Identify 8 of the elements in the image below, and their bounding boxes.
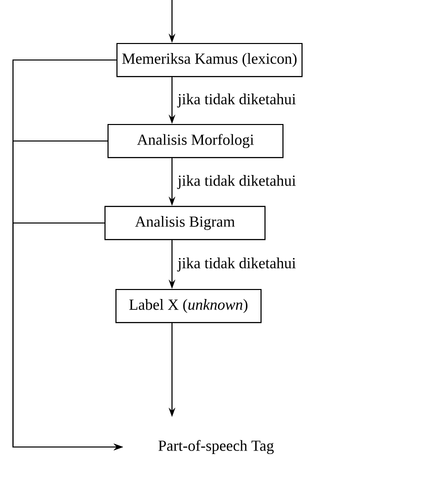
process-box: Memeriksa Kamus (lexicon) (116, 42, 303, 78)
process-box: Label X (unknown) (115, 288, 262, 324)
edge-label: jika tidak diketahui (176, 92, 298, 109)
process-box: Analisis Bigram (104, 206, 266, 240)
edge-label: jika tidak diketahui (176, 256, 298, 273)
process-box: Analisis Morfologi (108, 124, 284, 158)
output-label: Part-of-speech Tag (158, 440, 274, 454)
edge-label: jika tidak diketahui (176, 174, 298, 190)
